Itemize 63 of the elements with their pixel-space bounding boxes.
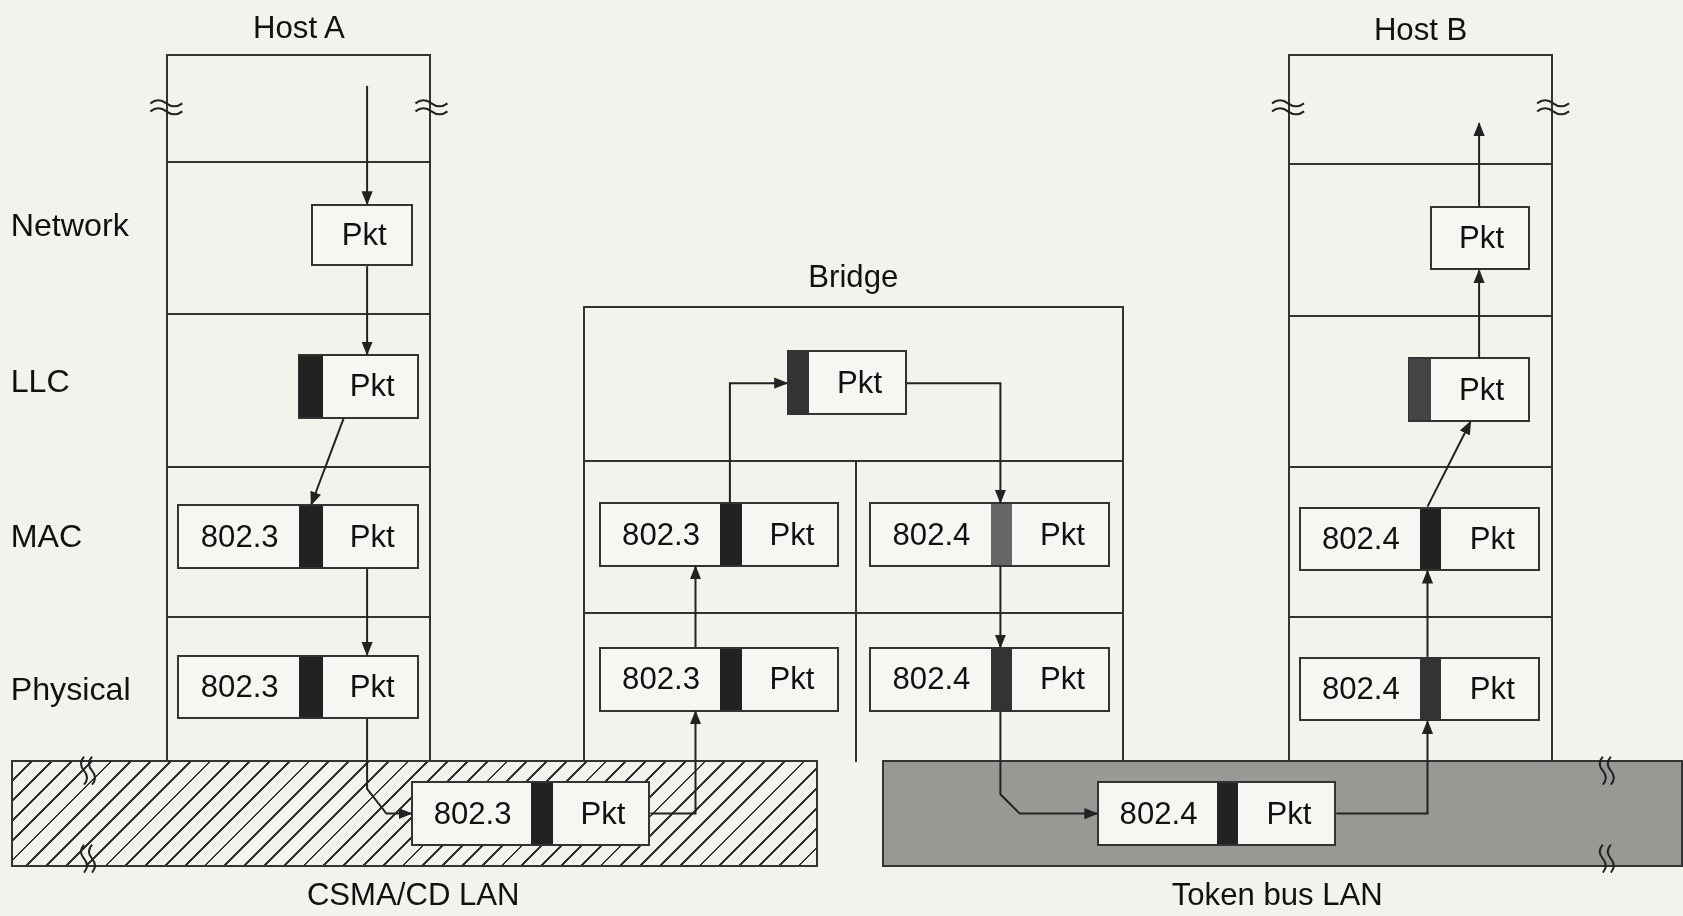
packet-field: 802.3 (600, 649, 722, 710)
packet-field: 802.4 (1098, 783, 1219, 844)
packet-field: Pkt (742, 504, 842, 565)
packet-frame (598, 502, 840, 567)
packet-field: Pkt (1442, 658, 1543, 720)
arrow (649, 710, 702, 815)
arrow (994, 565, 1006, 649)
packet-frame (869, 647, 1110, 712)
packet-frame (177, 654, 419, 720)
packet-frame (1298, 506, 1541, 571)
arrow (361, 84, 373, 206)
layer-label: LLC (10, 361, 70, 401)
arrow (728, 377, 789, 504)
packet-field: 802.4 (871, 504, 992, 565)
packet-field: 802.3 (179, 506, 301, 567)
arrow (1473, 122, 1485, 208)
packet-field: Pkt (324, 506, 421, 567)
packet-field: 802.4 (871, 649, 992, 710)
layer-label: Network (10, 205, 129, 245)
packet-field: Pkt (1013, 504, 1112, 565)
packet-frame (598, 647, 840, 712)
packet-frame (786, 349, 907, 416)
lan-name: Token bus LAN (1170, 876, 1384, 915)
packet-frame (1298, 656, 1541, 722)
arrow (999, 710, 1099, 820)
layer-label: Physical (10, 669, 131, 709)
stack-heading: Host A (252, 8, 346, 47)
arrow (1421, 569, 1434, 658)
packet-field: 802.3 (179, 656, 301, 718)
packet-frame (177, 504, 419, 569)
packet-field: Pkt (1431, 208, 1532, 269)
packet-field: Pkt (742, 649, 842, 710)
packet-frame (869, 502, 1110, 567)
arrow (906, 382, 1006, 504)
arrow (1473, 269, 1485, 359)
packet-field: Pkt (324, 356, 421, 417)
packet-field: Pkt (553, 783, 653, 844)
packet-field: Pkt (810, 351, 909, 414)
arrow (361, 567, 373, 657)
stack-heading: Bridge (807, 257, 900, 296)
packet-frame (1408, 357, 1530, 422)
arrow (1426, 420, 1472, 508)
packet-frame (411, 781, 651, 846)
arrow (310, 417, 345, 506)
stack-heading: Host B (1372, 11, 1469, 50)
packet-field: 802.3 (413, 783, 533, 844)
packet-frame (1096, 781, 1337, 846)
lan-name: CSMA/CD LAN (305, 876, 521, 915)
arrow (689, 565, 702, 649)
packet-field: Pkt (1239, 783, 1339, 844)
packet-field: Pkt (1431, 359, 1532, 420)
arrow (1335, 719, 1434, 815)
packet-field: Pkt (324, 656, 421, 718)
packet-field: 802.4 (1300, 508, 1421, 569)
layer-label: MAC (10, 517, 83, 557)
packet-frame (298, 354, 419, 419)
arrow (366, 718, 413, 820)
packet-field: Pkt (1442, 508, 1543, 569)
packet-field: 802.4 (1300, 658, 1421, 720)
arrow (361, 265, 373, 356)
packet-field: 802.3 (600, 504, 722, 565)
packet-field: Pkt (1013, 649, 1112, 710)
packet-field: Pkt (313, 205, 416, 265)
